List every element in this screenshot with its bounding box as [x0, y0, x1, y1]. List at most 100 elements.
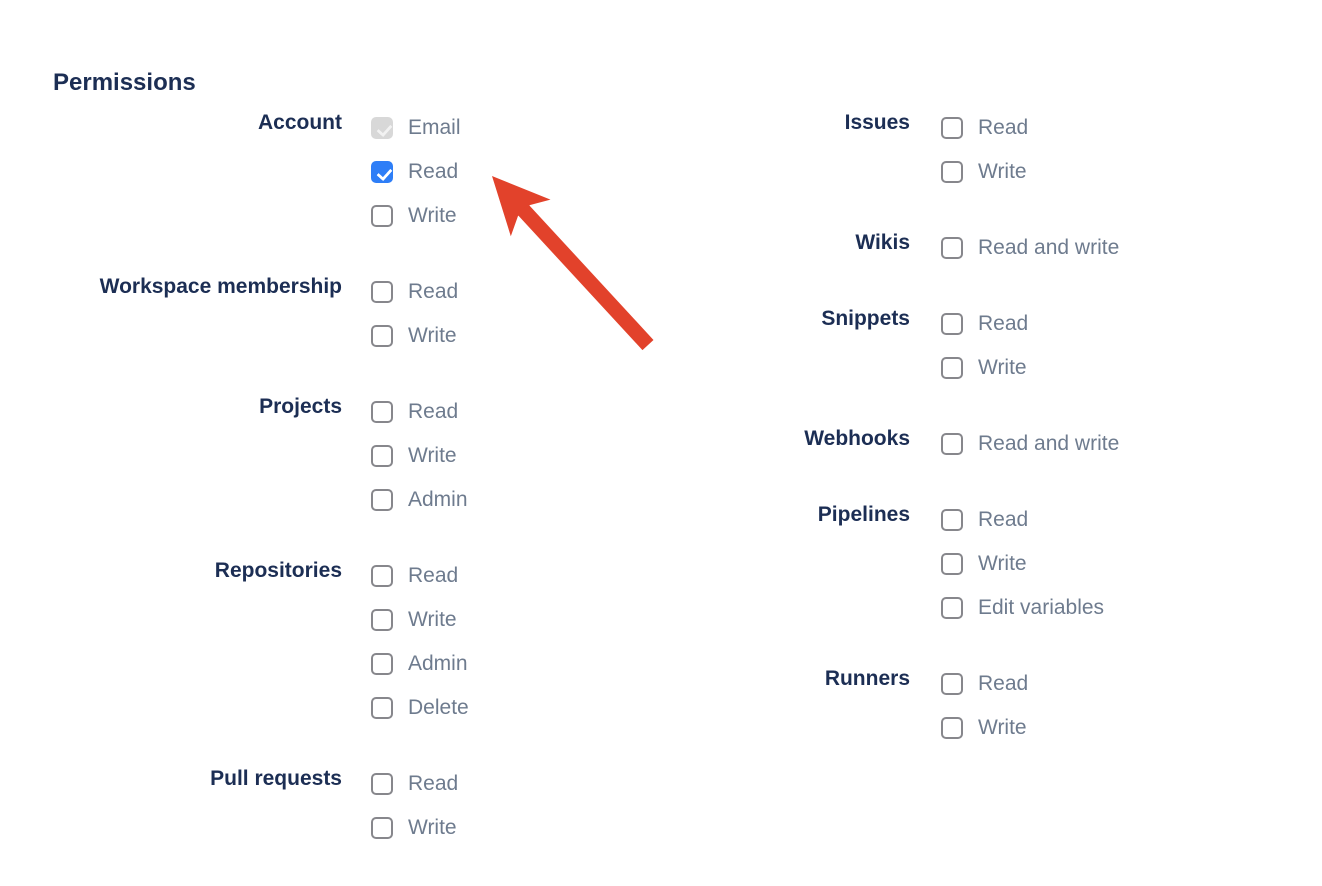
option-label-pull-requests-read: Read [408, 772, 459, 795]
option-label-projects-admin: Admin [408, 488, 468, 511]
option-repositories-write[interactable]: Write [371, 608, 469, 632]
option-label-pipelines-write: Write [978, 552, 1027, 575]
group-label-projects: Projects [259, 395, 342, 418]
option-repositories-read[interactable]: Read [371, 564, 469, 588]
option-label-issues-write: Write [978, 160, 1027, 183]
option-runners-write[interactable]: Write [941, 716, 1028, 740]
checkbox-repositories-read[interactable] [371, 565, 393, 587]
checkbox-account-read[interactable] [371, 161, 393, 183]
option-label-pull-requests-write: Write [408, 816, 457, 839]
group-label-pipelines: Pipelines [817, 503, 910, 526]
checkbox-issues-read[interactable] [941, 117, 963, 139]
group-label-issues: Issues [844, 111, 910, 134]
option-label-account-email: Email [408, 116, 461, 139]
checkbox-projects-admin[interactable] [371, 489, 393, 511]
checkbox-pull-requests-read[interactable] [371, 773, 393, 795]
checkbox-runners-write[interactable] [941, 717, 963, 739]
option-label-runners-read: Read [978, 672, 1029, 695]
checkbox-pull-requests-write[interactable] [371, 817, 393, 839]
option-pipelines-read[interactable]: Read [941, 508, 1104, 532]
checkbox-runners-read[interactable] [941, 673, 963, 695]
option-projects-read[interactable]: Read [371, 400, 468, 424]
group-label-runners: Runners [824, 667, 910, 690]
group-label-pull-requests: Pull requests [210, 767, 342, 790]
option-label-snippets-read: Read [978, 312, 1029, 335]
option-label-issues-read: Read [978, 116, 1029, 139]
checkbox-repositories-delete[interactable] [371, 697, 393, 719]
option-repositories-admin[interactable]: Admin [371, 652, 469, 676]
option-label-repositories-read: Read [408, 564, 459, 587]
option-pull-requests-write[interactable]: Write [371, 816, 458, 840]
option-wikis-read-and-write[interactable]: Read and write [941, 236, 1119, 260]
option-account-email[interactable]: Email [371, 116, 461, 140]
group-label-repositories: Repositories [214, 559, 342, 582]
group-label-account: Account [258, 111, 342, 134]
option-label-projects-read: Read [408, 400, 459, 423]
option-projects-admin[interactable]: Admin [371, 488, 468, 512]
checkbox-workspace-membership-read[interactable] [371, 281, 393, 303]
group-label-workspace-membership: Workspace membership [99, 275, 342, 298]
option-repositories-delete[interactable]: Delete [371, 696, 469, 720]
option-issues-read[interactable]: Read [941, 116, 1028, 140]
option-label-projects-write: Write [408, 444, 457, 467]
option-pull-requests-read[interactable]: Read [371, 772, 458, 796]
group-label-snippets: Snippets [821, 307, 910, 330]
option-projects-write[interactable]: Write [371, 444, 468, 468]
checkbox-repositories-admin[interactable] [371, 653, 393, 675]
option-label-repositories-delete: Delete [408, 696, 469, 719]
option-snippets-read[interactable]: Read [941, 312, 1028, 336]
option-label-repositories-admin: Admin [408, 652, 468, 675]
checkbox-pipelines-write[interactable] [941, 553, 963, 575]
option-account-read[interactable]: Read [371, 160, 461, 184]
option-pipelines-edit-variables[interactable]: Edit variables [941, 596, 1104, 620]
option-label-runners-write: Write [978, 716, 1027, 739]
option-label-account-write: Write [408, 204, 457, 227]
option-snippets-write[interactable]: Write [941, 356, 1028, 380]
checkbox-repositories-write[interactable] [371, 609, 393, 631]
checkbox-projects-read[interactable] [371, 401, 393, 423]
page-title: Permissions [53, 68, 196, 96]
checkbox-wikis-read-and-write[interactable] [941, 237, 963, 259]
checkbox-account-email[interactable] [371, 117, 393, 139]
options-wikis: Read and write [941, 230, 1119, 260]
option-issues-write[interactable]: Write [941, 160, 1028, 184]
option-workspace-membership-write[interactable]: Write [371, 324, 458, 348]
checkbox-workspace-membership-write[interactable] [371, 325, 393, 347]
checkbox-webhooks-read-and-write[interactable] [941, 433, 963, 455]
option-label-wikis-read-and-write: Read and write [978, 236, 1120, 259]
options-webhooks: Read and write [941, 426, 1119, 456]
checkbox-projects-write[interactable] [371, 445, 393, 467]
checkbox-pipelines-read[interactable] [941, 509, 963, 531]
option-pipelines-write[interactable]: Write [941, 552, 1104, 576]
checkbox-snippets-read[interactable] [941, 313, 963, 335]
checkbox-snippets-write[interactable] [941, 357, 963, 379]
option-webhooks-read-and-write[interactable]: Read and write [941, 432, 1119, 456]
permission-group-wikis: Wikis Read and write [640, 230, 1280, 260]
group-label-wikis: Wikis [855, 231, 910, 254]
option-label-snippets-write: Write [978, 356, 1027, 379]
checkbox-account-write[interactable] [371, 205, 393, 227]
option-account-write[interactable]: Write [371, 204, 461, 228]
option-runners-read[interactable]: Read [941, 672, 1028, 696]
checkbox-pipelines-edit-variables[interactable] [941, 597, 963, 619]
option-workspace-membership-read[interactable]: Read [371, 280, 458, 304]
checkbox-issues-write[interactable] [941, 161, 963, 183]
option-label-repositories-write: Write [408, 608, 457, 631]
option-label-account-read: Read [408, 160, 459, 183]
